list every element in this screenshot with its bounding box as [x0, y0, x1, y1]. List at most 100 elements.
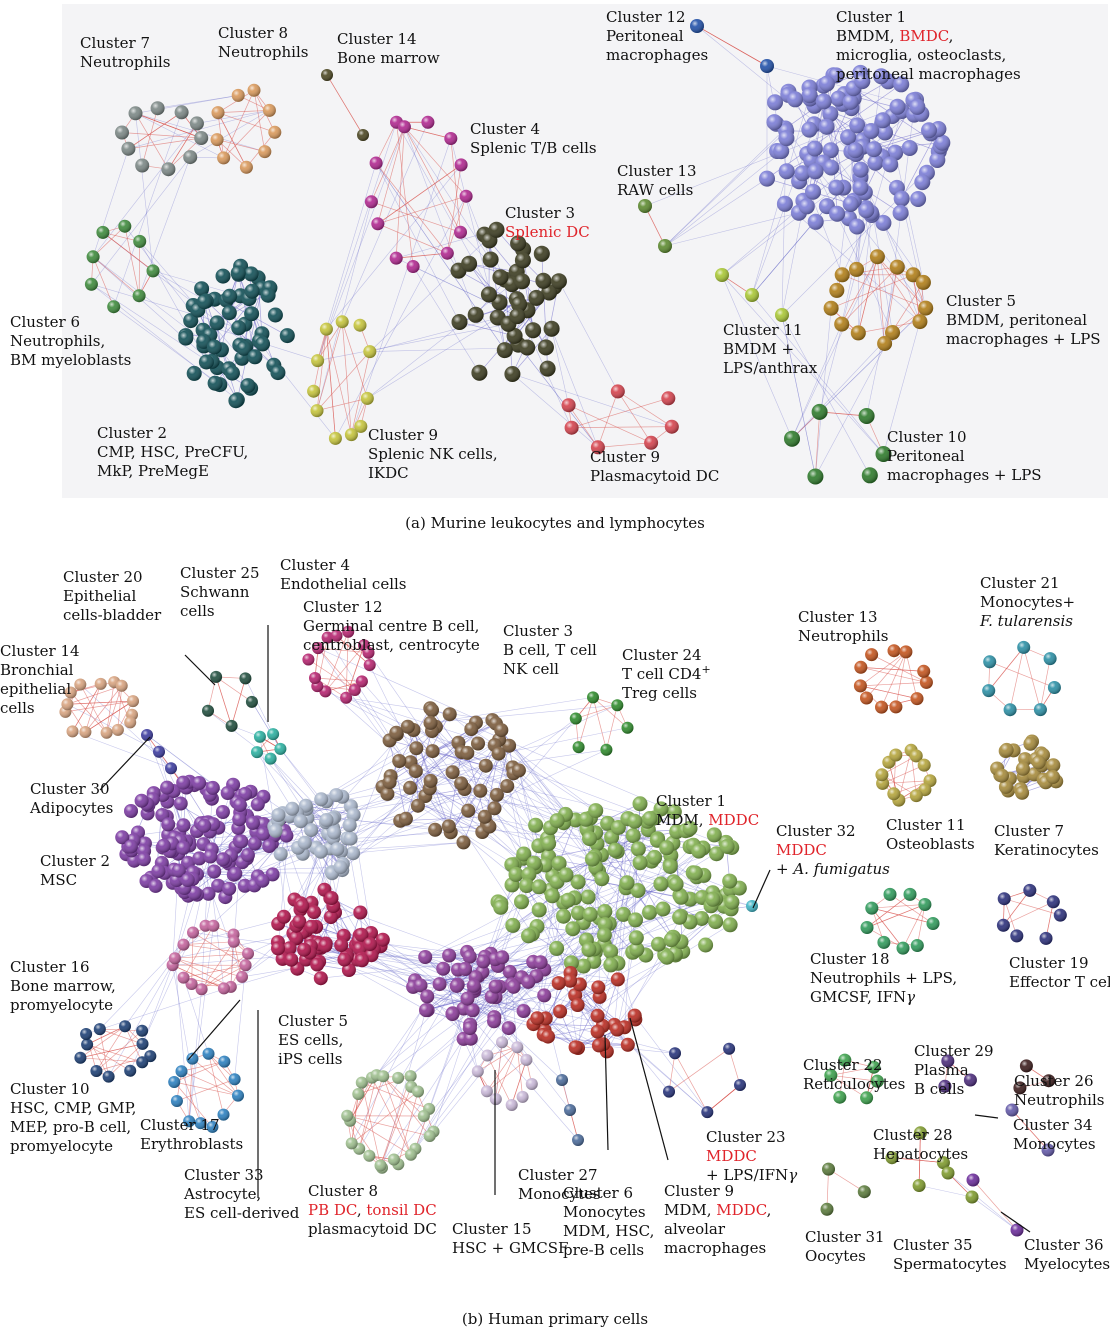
node-shade [488, 801, 502, 815]
node-shade [775, 308, 789, 322]
label-text: Treg cells [622, 684, 697, 702]
label-text: T cell CD4 [622, 665, 701, 683]
node-shade [270, 365, 285, 380]
node-shade [481, 287, 497, 303]
label-text: GMCSF, IFN [810, 988, 906, 1006]
node-shade [361, 392, 374, 405]
node-shade [124, 804, 138, 818]
node-shade [74, 679, 86, 691]
node-shade [1034, 703, 1047, 716]
node-shade [611, 384, 625, 398]
node-shade [476, 954, 490, 968]
node-shade [407, 260, 420, 273]
node-shade [819, 76, 835, 92]
label-text: Neutrophils, [10, 332, 105, 350]
node-shade [565, 421, 579, 435]
label-text: γ [788, 1166, 797, 1184]
node-shade [759, 171, 775, 187]
node-shade [285, 802, 299, 816]
node-shade [137, 1038, 149, 1050]
node-shade [674, 890, 689, 905]
node-shade [302, 654, 314, 666]
b-within-edge [906, 652, 917, 699]
node-shade [556, 1074, 568, 1086]
label-text: Splenic T/B cells [470, 139, 597, 157]
node-shade [137, 852, 151, 866]
label-text: Cluster 29 [914, 1042, 994, 1060]
node-shade [897, 942, 910, 955]
node-shade [240, 378, 255, 393]
label-text: promyelocyte [10, 996, 113, 1014]
node-shade [197, 819, 211, 833]
node-shade [917, 665, 930, 678]
caption-a: (a) Murine leukocytes and lymphocytes [405, 514, 705, 532]
label-text: + [701, 663, 710, 676]
node-shade [653, 876, 668, 891]
node-shade [659, 840, 674, 855]
label-text: B cell, T cell [503, 641, 597, 659]
node-shade [472, 1065, 484, 1077]
label-text: Spermatocytes [893, 1255, 1007, 1273]
node-shade [388, 1154, 400, 1166]
node-shade [344, 832, 358, 846]
node-shade [261, 288, 276, 303]
node-shade [787, 91, 803, 107]
node-shade [916, 275, 931, 290]
node-shade [80, 1028, 92, 1040]
node-shade [723, 1043, 735, 1055]
node-shade [715, 268, 729, 282]
label-text: Epithelial [63, 587, 136, 605]
b-between-edge [381, 1039, 464, 1166]
node-shade [424, 716, 438, 730]
node-shade [61, 698, 73, 710]
node-shade [745, 288, 759, 302]
b-between-edge [635, 1016, 708, 1112]
node-shade [124, 716, 136, 728]
node-shade [1044, 652, 1057, 665]
node-shade [502, 1021, 516, 1035]
node-shade [983, 655, 996, 668]
label-text: Neutrophils + LPS, [810, 969, 957, 987]
node-shade [867, 155, 883, 171]
node-shade [258, 145, 271, 158]
cluster-b18-nodes [861, 888, 940, 955]
label-text: F. tularensis [979, 612, 1073, 630]
node-shade [1032, 755, 1046, 769]
b-within-edge [579, 697, 593, 747]
node-shade [85, 278, 98, 291]
node-shade [559, 867, 574, 882]
node-shade [377, 1070, 389, 1082]
node-shade [904, 888, 917, 901]
node-shade [268, 308, 283, 323]
node-shade [537, 988, 551, 1002]
label-text: Cluster 10 [10, 1080, 90, 1098]
node-shade [777, 196, 793, 212]
cluster-b14-nodes [59, 676, 139, 739]
label-text: BMDC [899, 27, 948, 45]
node-shade [860, 692, 873, 705]
node-shade [1023, 884, 1036, 897]
node-shade [330, 842, 344, 856]
node-shade [708, 914, 723, 929]
node-shade [199, 355, 214, 370]
leader-line [975, 1115, 998, 1118]
node-shade [90, 1065, 102, 1077]
node-shade [403, 781, 417, 795]
node-shade [151, 864, 165, 878]
label-text: HSC, CMP, GMP, [10, 1099, 136, 1117]
node-shade [828, 180, 844, 196]
node-shade [269, 824, 283, 838]
node-shade [187, 366, 202, 381]
node-shade [222, 289, 237, 304]
node-shade [268, 126, 281, 139]
label-text: alveolar [664, 1220, 726, 1238]
cluster-b21-nodes [982, 641, 1061, 716]
node-shade [628, 1009, 642, 1023]
node-shade [363, 345, 376, 358]
node-shade [168, 1076, 180, 1088]
node-shade [1054, 909, 1067, 922]
